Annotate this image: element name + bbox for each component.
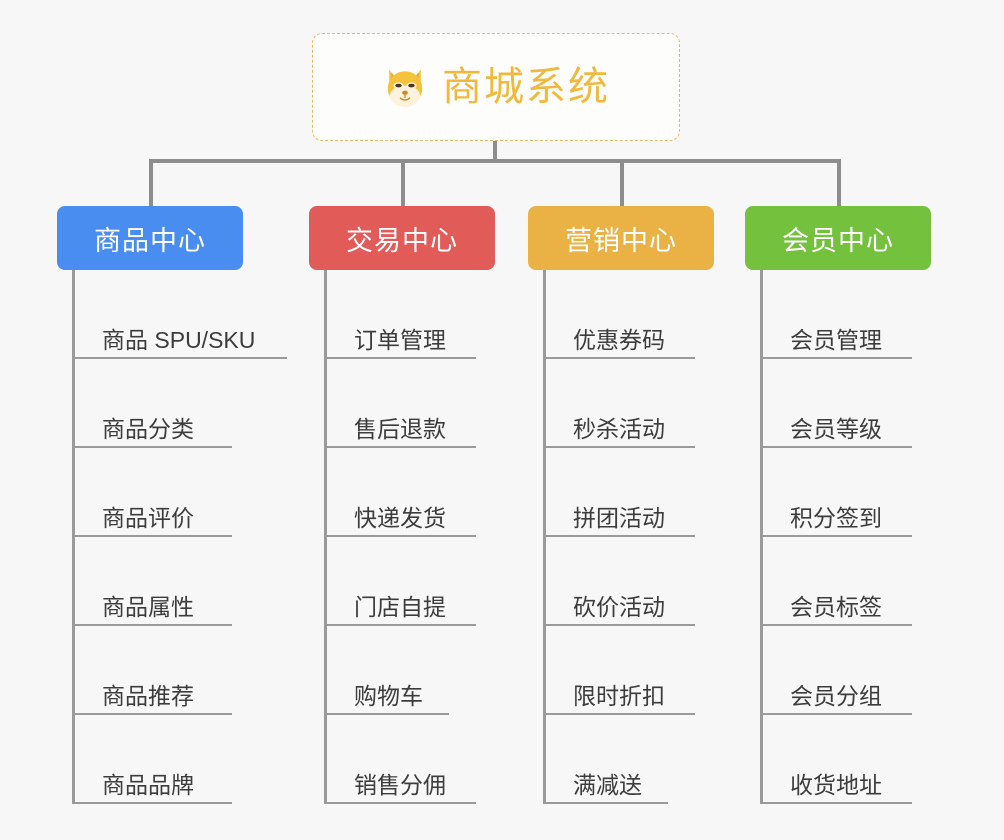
branch-trunk-4 <box>760 270 763 804</box>
leaf-label: 商品品牌 <box>102 771 194 798</box>
branch-trunk-3 <box>543 270 546 804</box>
list-item[interactable]: 会员标签 <box>745 537 945 626</box>
leaf-label: 会员等级 <box>790 415 882 442</box>
list-item[interactable]: 快递发货 <box>309 448 509 537</box>
branch-column-3: 营销中心 优惠券码 秒杀活动 拼团活动 砍价活动 限时折扣 满减送 <box>528 206 728 804</box>
list-item[interactable]: 积分签到 <box>745 448 945 537</box>
leaf-list-4: 会员管理 会员等级 积分签到 会员标签 会员分组 收货地址 <box>745 270 945 804</box>
list-item[interactable]: 满减送 <box>528 715 728 804</box>
leaf-label: 优惠券码 <box>573 326 665 353</box>
list-item[interactable]: 商品推荐 <box>57 626 302 715</box>
shiba-dog-emoji <box>387 69 423 108</box>
branch-header-3[interactable]: 营销中心 <box>528 206 714 270</box>
branch-column-4: 会员中心 会员管理 会员等级 积分签到 会员标签 会员分组 收货地址 <box>745 206 945 804</box>
leaf-label: 限时折扣 <box>573 682 665 709</box>
branch-header-2[interactable]: 交易中心 <box>309 206 495 270</box>
connector-drop-2 <box>401 159 405 208</box>
list-item[interactable]: 销售分佣 <box>309 715 509 804</box>
leaf-list-2: 订单管理 售后退款 快递发货 门店自提 购物车 销售分佣 <box>309 270 509 804</box>
branch-column-1: 商品中心 商品 SPU/SKU 商品分类 商品评价 商品属性 商品推荐 商品品牌 <box>57 206 302 804</box>
leaf-label: 销售分佣 <box>354 771 446 798</box>
connector-root-stem <box>493 141 497 163</box>
list-item[interactable]: 优惠券码 <box>528 270 728 359</box>
branch-column-2: 交易中心 订单管理 售后退款 快递发货 门店自提 购物车 销售分佣 <box>309 206 509 804</box>
leaf-label: 购物车 <box>354 682 423 709</box>
leaf-label: 会员管理 <box>790 326 882 353</box>
list-item[interactable]: 商品品牌 <box>57 715 302 804</box>
connector-horizontal-bus <box>149 159 841 163</box>
root-title: 商城系统 <box>442 65 610 109</box>
branch-header-4[interactable]: 会员中心 <box>745 206 931 270</box>
branch-trunk-2 <box>324 270 327 804</box>
leaf-label: 积分签到 <box>790 504 882 531</box>
connector-drop-3 <box>620 159 624 208</box>
list-item[interactable]: 商品属性 <box>57 537 302 626</box>
list-item[interactable]: 拼团活动 <box>528 448 728 537</box>
list-item[interactable]: 砍价活动 <box>528 537 728 626</box>
leaf-label: 门店自提 <box>354 593 446 620</box>
leaf-label: 砍价活动 <box>573 593 665 620</box>
leaf-label: 商品属性 <box>102 593 194 620</box>
list-item[interactable]: 商品评价 <box>57 448 302 537</box>
root-node[interactable]: 商城系统 <box>312 33 680 141</box>
leaf-label: 拼团活动 <box>573 504 665 531</box>
list-item[interactable]: 商品 SPU/SKU <box>57 270 302 359</box>
leaf-label: 快递发货 <box>354 504 446 531</box>
list-item[interactable]: 会员分组 <box>745 626 945 715</box>
branch-header-1[interactable]: 商品中心 <box>57 206 243 270</box>
leaf-label: 会员标签 <box>790 593 882 620</box>
leaf-list-3: 优惠券码 秒杀活动 拼团活动 砍价活动 限时折扣 满减送 <box>528 270 728 804</box>
leaf-label: 售后退款 <box>354 415 446 442</box>
list-item[interactable]: 购物车 <box>309 626 509 715</box>
leaf-label: 商品分类 <box>102 415 194 442</box>
branch-trunk-1 <box>72 270 75 804</box>
leaf-label: 订单管理 <box>354 326 446 353</box>
leaf-label: 收货地址 <box>790 771 882 798</box>
list-item[interactable]: 会员等级 <box>745 359 945 448</box>
list-item[interactable]: 订单管理 <box>309 270 509 359</box>
list-item[interactable]: 收货地址 <box>745 715 945 804</box>
list-item[interactable]: 商品分类 <box>57 359 302 448</box>
list-item[interactable]: 限时折扣 <box>528 626 728 715</box>
list-item[interactable]: 售后退款 <box>309 359 509 448</box>
leaf-label: 商品 SPU/SKU <box>102 326 256 353</box>
leaf-label: 秒杀活动 <box>573 415 665 442</box>
leaf-list-1: 商品 SPU/SKU 商品分类 商品评价 商品属性 商品推荐 商品品牌 <box>57 270 302 804</box>
leaf-label: 商品评价 <box>102 504 194 531</box>
list-item[interactable]: 会员管理 <box>745 270 945 359</box>
list-item[interactable]: 秒杀活动 <box>528 359 728 448</box>
list-item[interactable]: 门店自提 <box>309 537 509 626</box>
connector-drop-4 <box>837 159 841 208</box>
leaf-label: 会员分组 <box>790 682 882 709</box>
leaf-label: 商品推荐 <box>102 682 194 709</box>
leaf-label: 满减送 <box>573 771 642 798</box>
connector-drop-1 <box>149 159 153 208</box>
